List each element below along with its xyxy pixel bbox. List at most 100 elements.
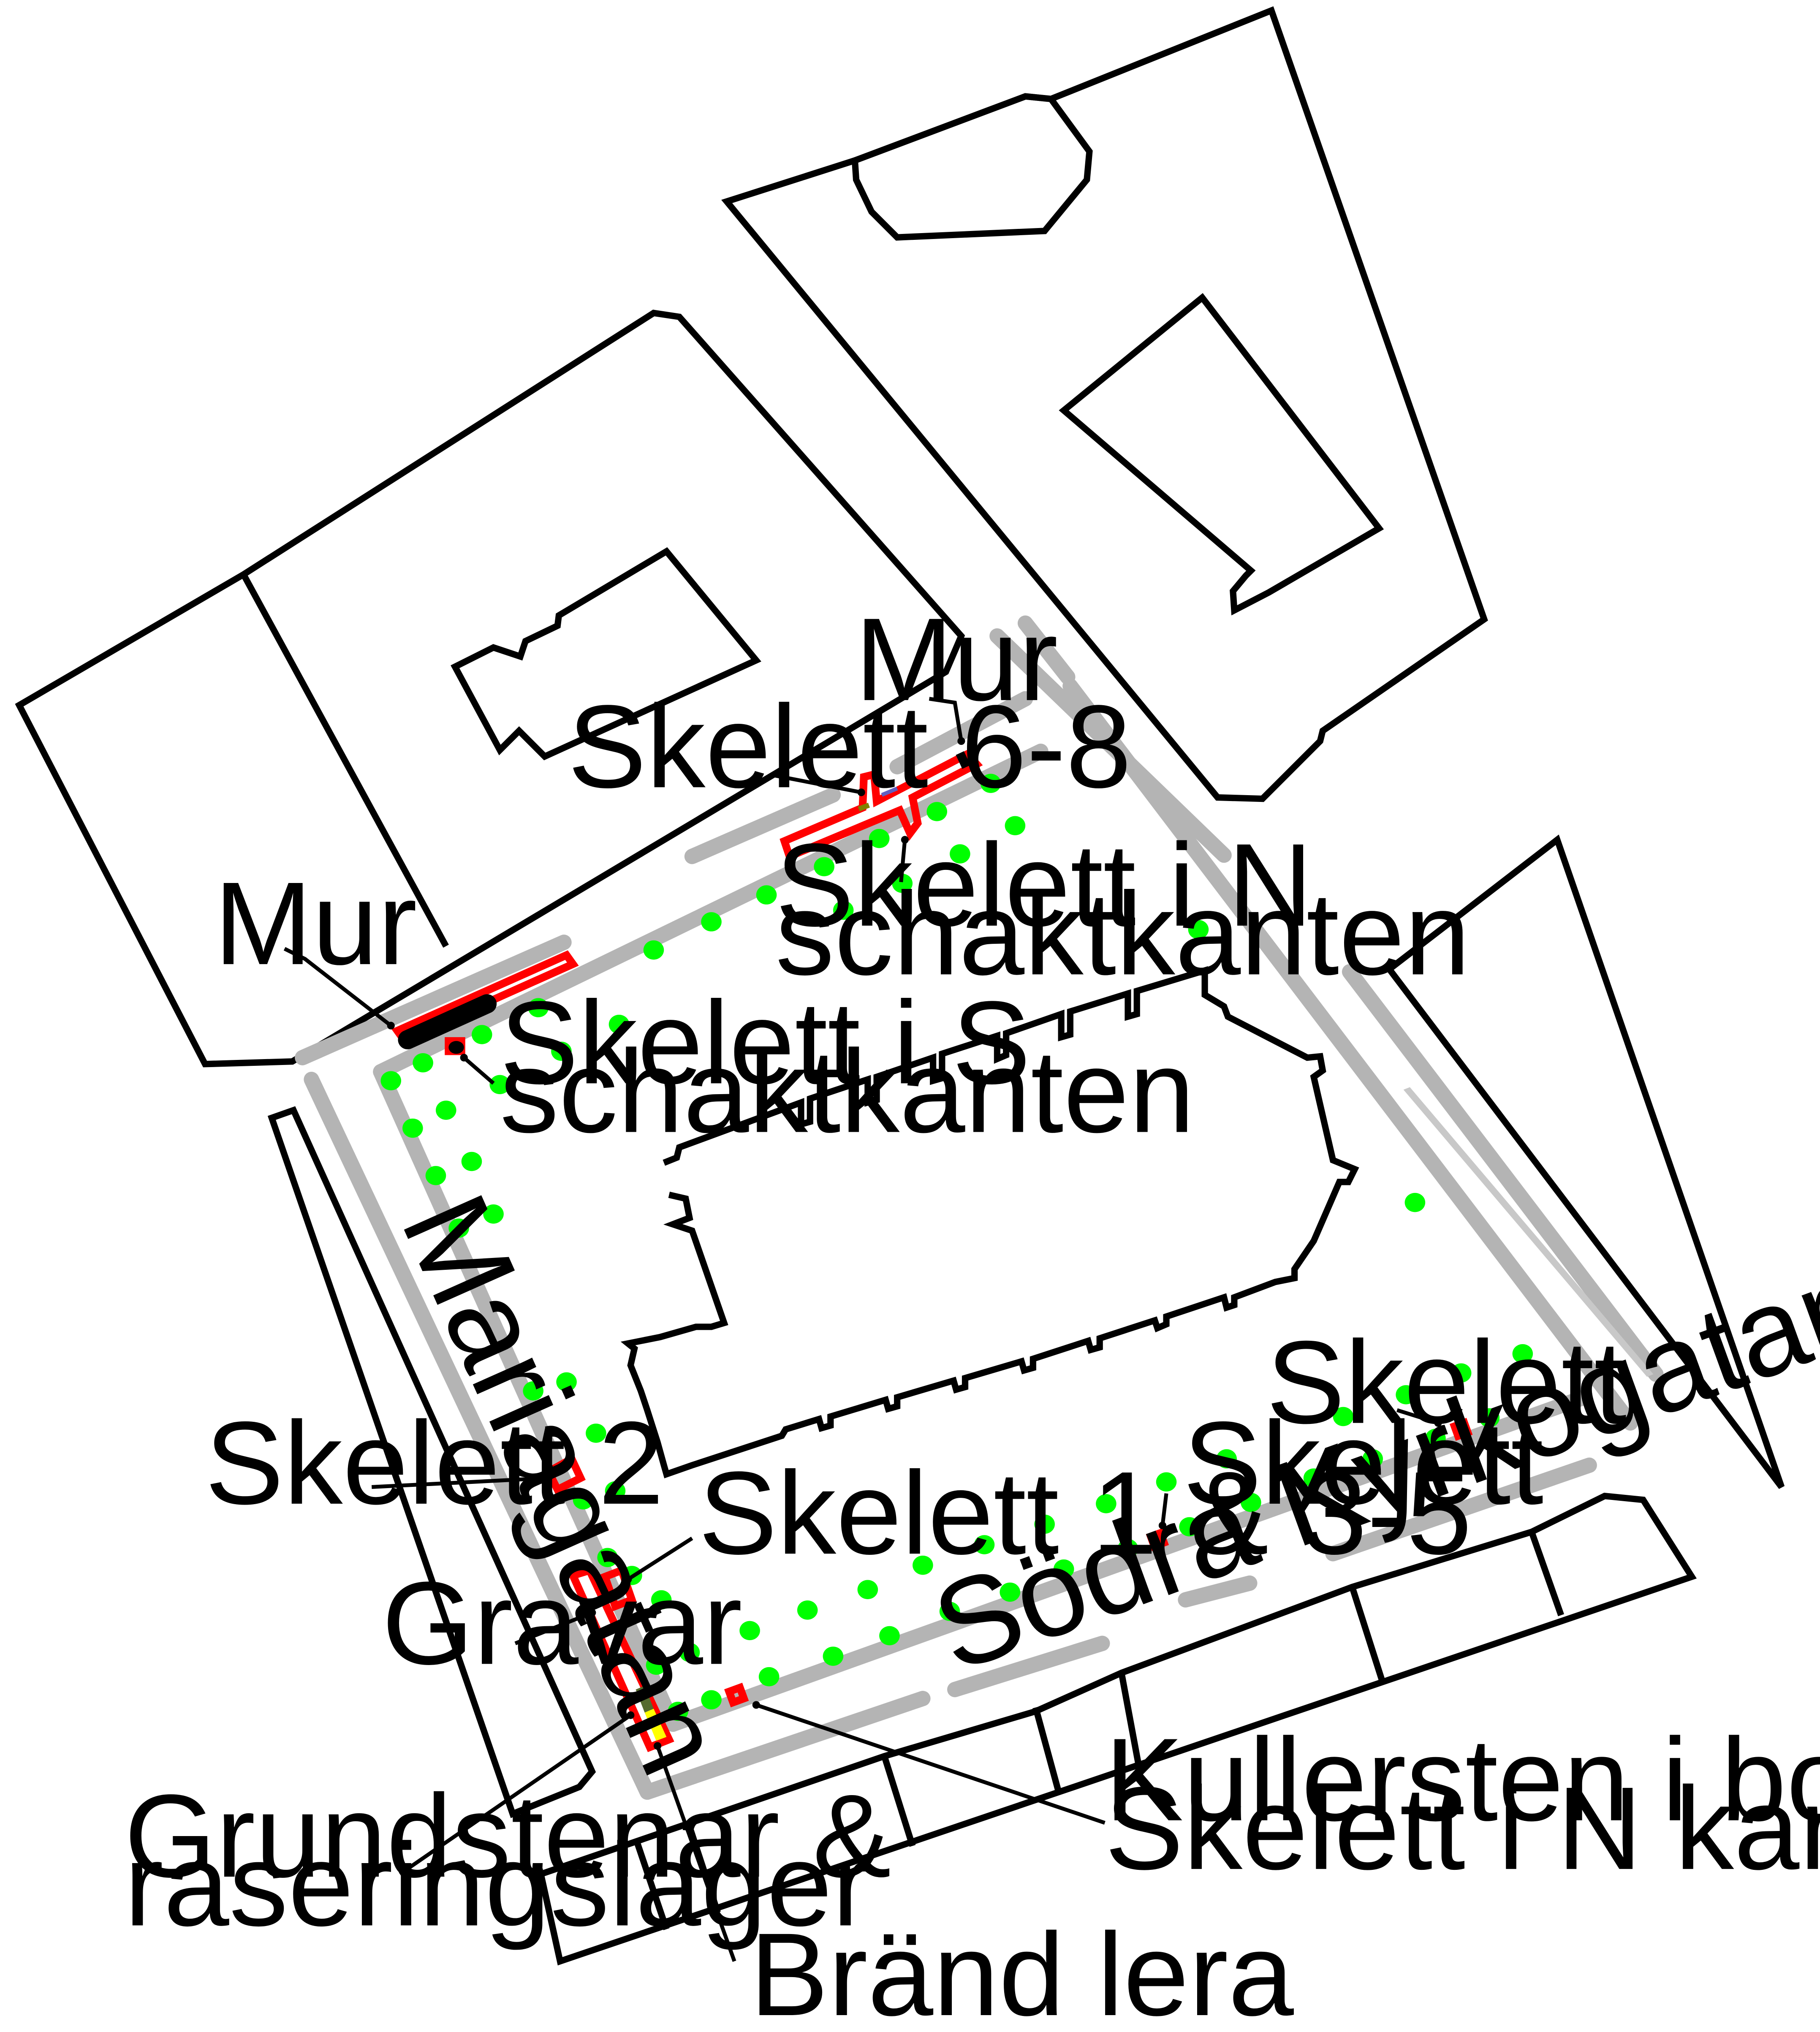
tree <box>608 1014 630 1034</box>
buildings <box>15 6 1785 1966</box>
church <box>620 966 1359 1478</box>
tree <box>523 1381 543 1401</box>
label-skelett-i-n-2: schaktkanten <box>775 868 1470 1000</box>
tree <box>1216 1449 1237 1469</box>
tree <box>974 1535 995 1554</box>
trenches <box>391 749 1473 1752</box>
street-east-2 <box>1017 615 1076 685</box>
tree <box>833 900 854 920</box>
leader-skelett-east-1 <box>1396 1408 1439 1425</box>
leader-brand-lera <box>655 1745 736 1962</box>
building-northeast-round <box>851 93 1093 241</box>
tree <box>597 1548 618 1567</box>
tree <box>489 1075 511 1095</box>
leaders <box>283 697 1442 1962</box>
tree <box>814 857 834 877</box>
trench-skelett-1-3-5 <box>600 1565 637 1611</box>
label-skelett-i-s-2: schaktkanten <box>500 1026 1195 1157</box>
trench-skelett-east-1 <box>1449 1418 1473 1441</box>
label-kullersten-1: Kullersten i botten <box>1105 1714 1820 1846</box>
tree <box>471 1025 492 1044</box>
tree <box>1188 920 1209 939</box>
leader-gravar-dot <box>588 1608 596 1616</box>
tree <box>1005 816 1026 836</box>
building-northwest-house <box>451 547 761 761</box>
wall-north <box>956 751 971 769</box>
tree <box>1179 1517 1200 1537</box>
tree <box>797 1600 818 1620</box>
tree <box>605 1481 626 1501</box>
tree <box>823 1646 844 1666</box>
trench-gravar <box>568 1565 674 1752</box>
leader-kullersten-dot <box>752 1701 760 1709</box>
label-grundstenar-1: Grundstenar & <box>124 1770 891 1902</box>
label-skelett-i-s-1: Skelett i S <box>500 977 1031 1108</box>
tree <box>461 1152 482 1171</box>
tree <box>435 1100 456 1120</box>
street-east-4 <box>1342 964 1664 1382</box>
tree <box>643 940 664 960</box>
south-row-div-7 <box>1528 1531 1565 1616</box>
tree <box>756 885 777 905</box>
tree <box>425 1166 446 1185</box>
label-skelett-2: Skelett 2 <box>205 1397 664 1529</box>
label-skelett-east-2: Skelett <box>1183 1397 1544 1529</box>
tree <box>739 1621 760 1641</box>
leader-gravar <box>514 1611 593 1645</box>
street-north-outer-1 <box>295 935 572 1065</box>
tree <box>586 1423 606 1443</box>
tree <box>1117 1539 1138 1558</box>
leader-skelett-2 <box>371 1476 549 1489</box>
street-east-5 <box>1403 1087 1654 1377</box>
tree <box>448 1218 469 1238</box>
tree <box>892 874 913 893</box>
tree <box>857 1580 878 1600</box>
tree <box>1451 1363 1472 1383</box>
tree <box>913 1555 933 1575</box>
skelett-6-8-mark-2 <box>881 787 898 797</box>
leader-skelett-6-8-dot <box>857 788 865 796</box>
tree <box>1479 1408 1500 1428</box>
leader-skelett-east-2 <box>1160 1493 1168 1526</box>
trench-kullersten <box>724 1682 749 1708</box>
leader-grundstenar-dot <box>627 1711 635 1719</box>
wall-west <box>398 994 497 1049</box>
leader-mur-north-dot <box>957 737 965 745</box>
leader-skelett-east-2-dot <box>1158 1521 1167 1529</box>
leader-grundstenar <box>399 1713 632 1876</box>
tree <box>413 1053 433 1073</box>
label-skelett-i-n-1: Skelett i N <box>775 819 1312 951</box>
tree <box>551 1041 572 1061</box>
tree <box>1404 1193 1426 1212</box>
leader-skelett-6-8 <box>775 774 862 794</box>
tree <box>1096 1494 1116 1513</box>
south-row-div-3 <box>881 1755 916 1847</box>
street-south-outer-3 <box>1178 1575 1258 1608</box>
tree <box>1156 1472 1177 1492</box>
label-mur-north: Mur <box>855 594 1058 725</box>
foundation-stones <box>636 1685 654 1713</box>
tree <box>980 774 1001 793</box>
skelett-6-8-mark <box>858 803 870 812</box>
tree <box>679 1643 700 1662</box>
leader-skelett-i-s <box>462 1056 495 1085</box>
tree <box>1241 1493 1261 1512</box>
tree <box>939 1602 960 1621</box>
tree <box>1425 1429 1446 1448</box>
south-row-div-5 <box>1118 1672 1141 1763</box>
south-row-div-6 <box>1349 1586 1385 1681</box>
street-east-3 <box>1062 678 1638 1431</box>
block-west-strip <box>267 1106 596 1818</box>
leader-skelett-east-1-dot <box>1434 1419 1442 1427</box>
tree <box>668 1701 688 1721</box>
label-gravar: Gravar <box>382 1557 742 1689</box>
label-grundstenar-2: raseringslager <box>124 1819 871 1951</box>
leader-skelett-1-3-5-dot <box>624 1575 632 1584</box>
leader-skelett-1-3-5 <box>627 1537 693 1581</box>
leader-skelett-i-n-dot <box>901 836 909 844</box>
tree <box>1000 1582 1021 1602</box>
trench-north-east <box>780 749 983 862</box>
tree <box>879 1626 900 1646</box>
tree <box>556 1372 577 1392</box>
south-row-div-4 <box>1032 1706 1062 1793</box>
